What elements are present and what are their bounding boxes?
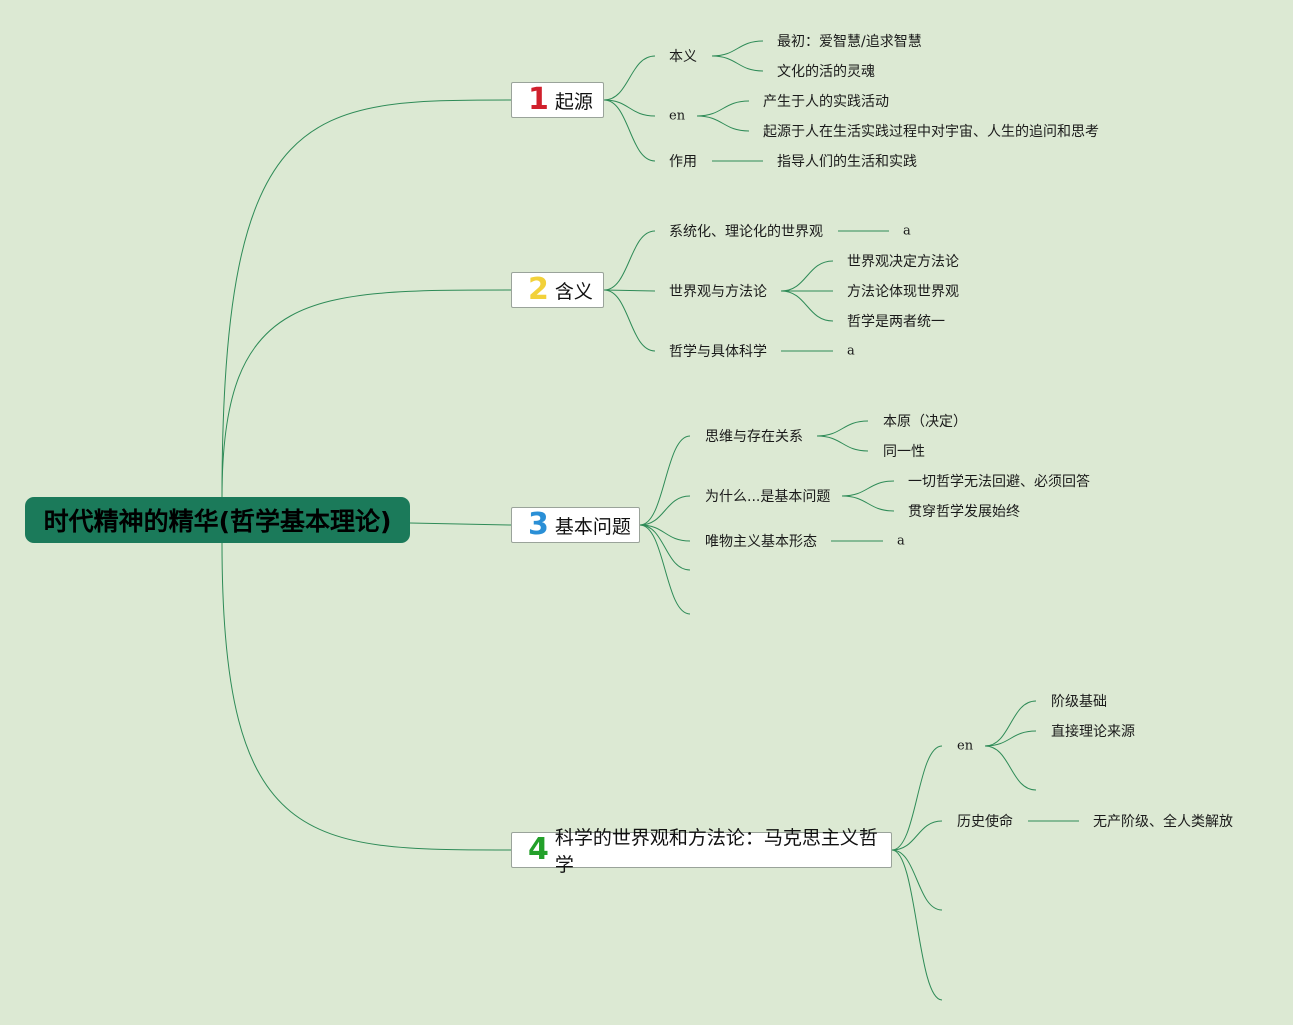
topic-4-1[interactable]: en	[957, 738, 974, 754]
edge-t41-s3	[984, 745, 1037, 791]
topic-4-2[interactable]: 历史使命	[957, 814, 1013, 830]
edge-b2-t2	[603, 289, 656, 292]
subtopic-2-3-1[interactable]: a	[847, 343, 855, 359]
subtopic-2-2-3[interactable]: 哲学是两者统一	[847, 314, 945, 330]
edge-t31-s1	[816, 420, 869, 437]
branch-node-2[interactable]: 2 含义	[511, 272, 604, 308]
edge-t12-s2	[696, 115, 750, 132]
branch-label-4: 科学的世界观和方法论：马克思主义哲学	[554, 827, 878, 876]
edge-b4-t1	[891, 745, 943, 851]
subtopic-1-2-2[interactable]: 起源于人在生活实践过程中对宇宙、人生的追问和思考	[763, 124, 1099, 140]
branch-node-4[interactable]: 4 科学的世界观和方法论：马克思主义哲学	[511, 827, 892, 876]
branch-number-3: 3	[528, 507, 549, 542]
subtopic-3-1-1[interactable]: 本原（决定）	[883, 414, 967, 430]
edge-b4-t3	[891, 849, 943, 911]
subtopic-3-2-1[interactable]: 一切哲学无法回避、必须回答	[908, 474, 1090, 490]
subtopic-4-2-1[interactable]: 无产阶级、全人类解放	[1093, 814, 1233, 830]
subtopic-1-3-1[interactable]: 指导人们的生活和实践	[777, 154, 917, 170]
subtopic-2-2-1[interactable]: 世界观决定方法论	[847, 254, 959, 270]
edge-root-b3	[409, 522, 512, 526]
edge-b1-t2	[603, 99, 656, 117]
branch-node-3[interactable]: 3 基本问题	[511, 507, 640, 543]
branch-label-1: 起源	[554, 90, 593, 113]
edge-b3-t1	[639, 435, 691, 526]
subtopic-1-2-1[interactable]: 产生于人的实践活动	[763, 94, 889, 110]
branch-label-2: 含义	[554, 280, 593, 303]
subtopic-4-1-2[interactable]: 直接理论来源	[1051, 724, 1135, 740]
edge-b3-t3	[639, 524, 691, 542]
edge-t31-s2	[816, 435, 869, 452]
topic-3-1[interactable]: 思维与存在关系	[705, 429, 803, 445]
topic-1-2[interactable]: en	[669, 108, 686, 124]
edge-b1-t3	[603, 99, 656, 162]
edge-t41-s2	[984, 730, 1037, 747]
subtopic-2-2-2[interactable]: 方法论体现世界观	[847, 284, 959, 300]
topic-3-2[interactable]: 为什么...是基本问题	[705, 489, 831, 505]
topic-2-2[interactable]: 世界观与方法论	[669, 284, 767, 300]
edge-t12-s1	[696, 100, 750, 117]
edge-b3-t4	[639, 524, 691, 571]
edge-t22-s1	[780, 260, 834, 292]
edge-b3-t5	[639, 524, 691, 615]
edge-t32-s2	[841, 495, 895, 512]
subtopic-4-1-1[interactable]: 阶级基础	[1051, 694, 1107, 710]
edge-root-b1	[221, 99, 512, 498]
edge-root-b4	[221, 542, 512, 851]
subtopic-3-1-2[interactable]: 同一性	[883, 444, 925, 460]
edge-b3-t2	[639, 495, 691, 526]
branch-number-1: 1	[528, 82, 549, 117]
subtopic-3-3-1[interactable]: a	[897, 533, 905, 549]
branch-number-4: 4	[528, 832, 549, 867]
edge-t22-s3	[780, 290, 834, 322]
edge-t11-s2	[711, 55, 764, 72]
edge-root-b2	[221, 289, 512, 498]
topic-2-3[interactable]: 哲学与具体科学	[669, 344, 767, 360]
topic-1-3[interactable]: 作用	[669, 154, 697, 170]
edge-t11-s1	[711, 40, 764, 57]
edge-b1-t1	[603, 55, 656, 101]
root-node[interactable]: 时代精神的精华(哲学基本理论)	[25, 497, 410, 543]
edge-b2-t3	[603, 289, 656, 352]
edge-t32-s1	[841, 480, 895, 497]
branch-number-2: 2	[528, 272, 549, 307]
branch-node-1[interactable]: 1 起源	[511, 82, 604, 118]
topic-1-1[interactable]: 本义	[669, 49, 697, 65]
root-title: 时代精神的精华(哲学基本理论)	[43, 507, 392, 536]
edge-b4-t4	[891, 849, 943, 1001]
subtopic-2-1-1[interactable]: a	[903, 223, 911, 239]
subtopic-3-2-2[interactable]: 贯穿哲学发展始终	[908, 504, 1020, 520]
subtopic-1-1-2[interactable]: 文化的活的灵魂	[777, 64, 875, 80]
edge-b4-t2	[891, 820, 943, 851]
edge-b2-t1	[603, 230, 656, 291]
topic-3-3[interactable]: 唯物主义基本形态	[705, 534, 817, 550]
topic-2-1[interactable]: 系统化、理论化的世界观	[669, 224, 823, 240]
edge-t41-s1	[984, 700, 1037, 747]
subtopic-1-1-1[interactable]: 最初：爱智慧/追求智慧	[777, 34, 922, 50]
branch-label-3: 基本问题	[554, 515, 631, 538]
